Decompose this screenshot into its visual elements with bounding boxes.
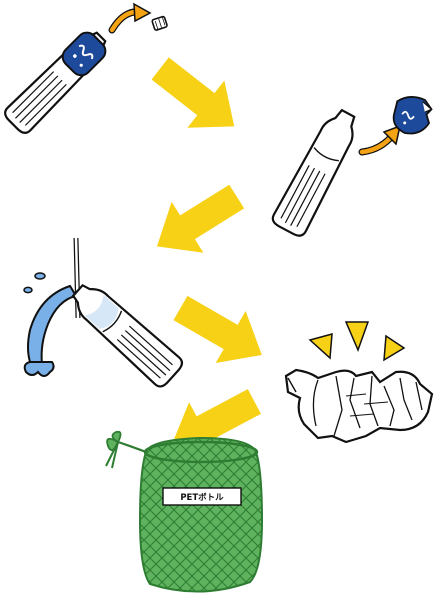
drawstring-icon (106, 432, 146, 468)
water-stream-icon (24, 273, 76, 376)
arrow-icon-step1-to-step2 (142, 45, 253, 150)
net-label-text: PETボトル (180, 492, 224, 503)
arrow-icon-step2-to-step3 (141, 171, 253, 272)
step1-bottle-with-label-icon (2, 26, 112, 136)
step3-rinsing-bottle-icon (66, 277, 185, 389)
impact-marks-icon (310, 322, 404, 360)
crushed-bottle-icon (286, 370, 432, 442)
bottle-cap-icon (152, 16, 168, 30)
mesh-net-bag-icon: PETボトル (106, 432, 262, 592)
step2-bottle-icon (270, 105, 364, 238)
